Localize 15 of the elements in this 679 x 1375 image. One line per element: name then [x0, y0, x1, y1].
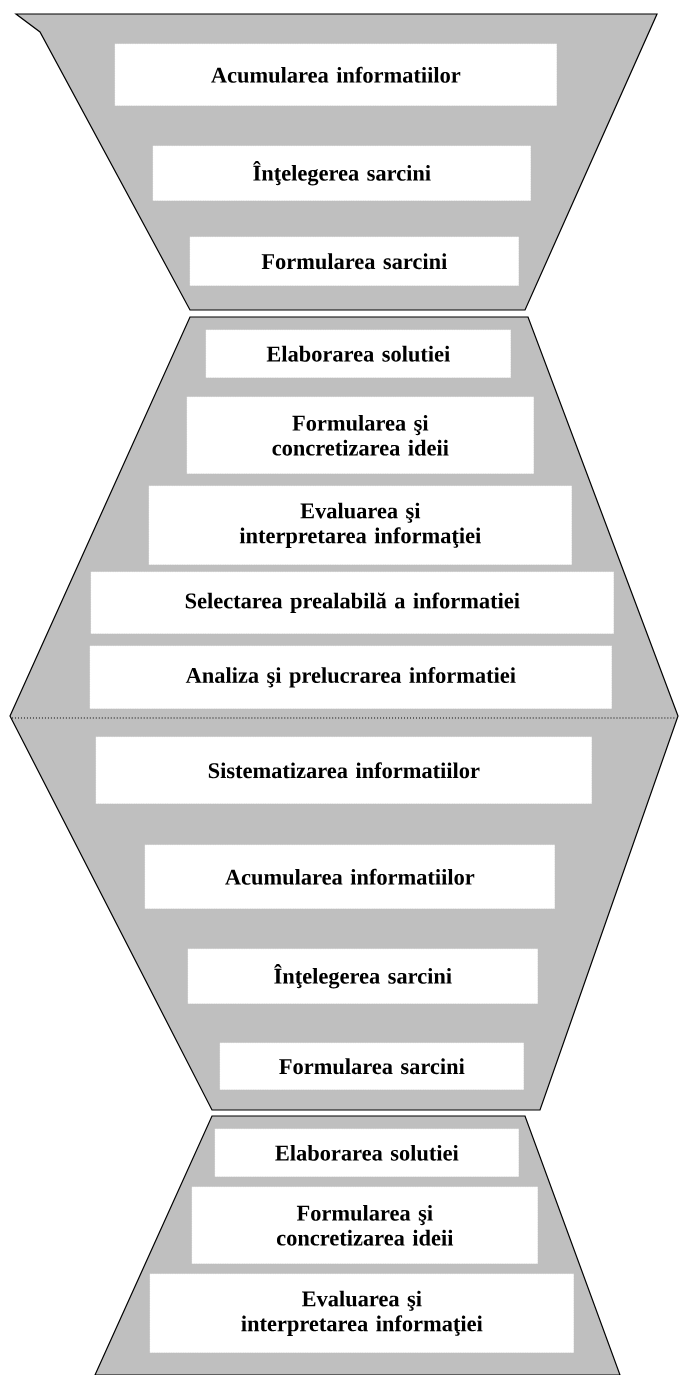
step-box: Acumularea informatiilor [144, 844, 555, 909]
step-box: Evaluarea şi interpretarea informaţiei [149, 1273, 574, 1353]
step-box: Selectarea prealabilă a informatiei [90, 571, 614, 634]
step-box: Înţelegerea sarcini [187, 948, 538, 1004]
step-box: Sistematizarea informatiilor [95, 736, 592, 804]
step-box: Acumularea informatiilor [114, 43, 557, 106]
step-box: Formularea şi concretizarea ideii [186, 396, 534, 474]
step-box: Înţelegerea sarcini [152, 145, 531, 201]
step-box: Analiza şi prelucrarea informatiei [89, 645, 612, 709]
step-box: Formularea sarcini [219, 1042, 524, 1090]
step-box: Formularea şi concretizarea ideii [191, 1186, 538, 1264]
step-box: Elaborarea solutiei [214, 1128, 519, 1177]
step-box: Formularea sarcini [189, 236, 519, 286]
step-box: Evaluarea şi interpretarea informaţiei [148, 485, 572, 565]
step-box: Elaborarea solutiei [205, 329, 511, 378]
